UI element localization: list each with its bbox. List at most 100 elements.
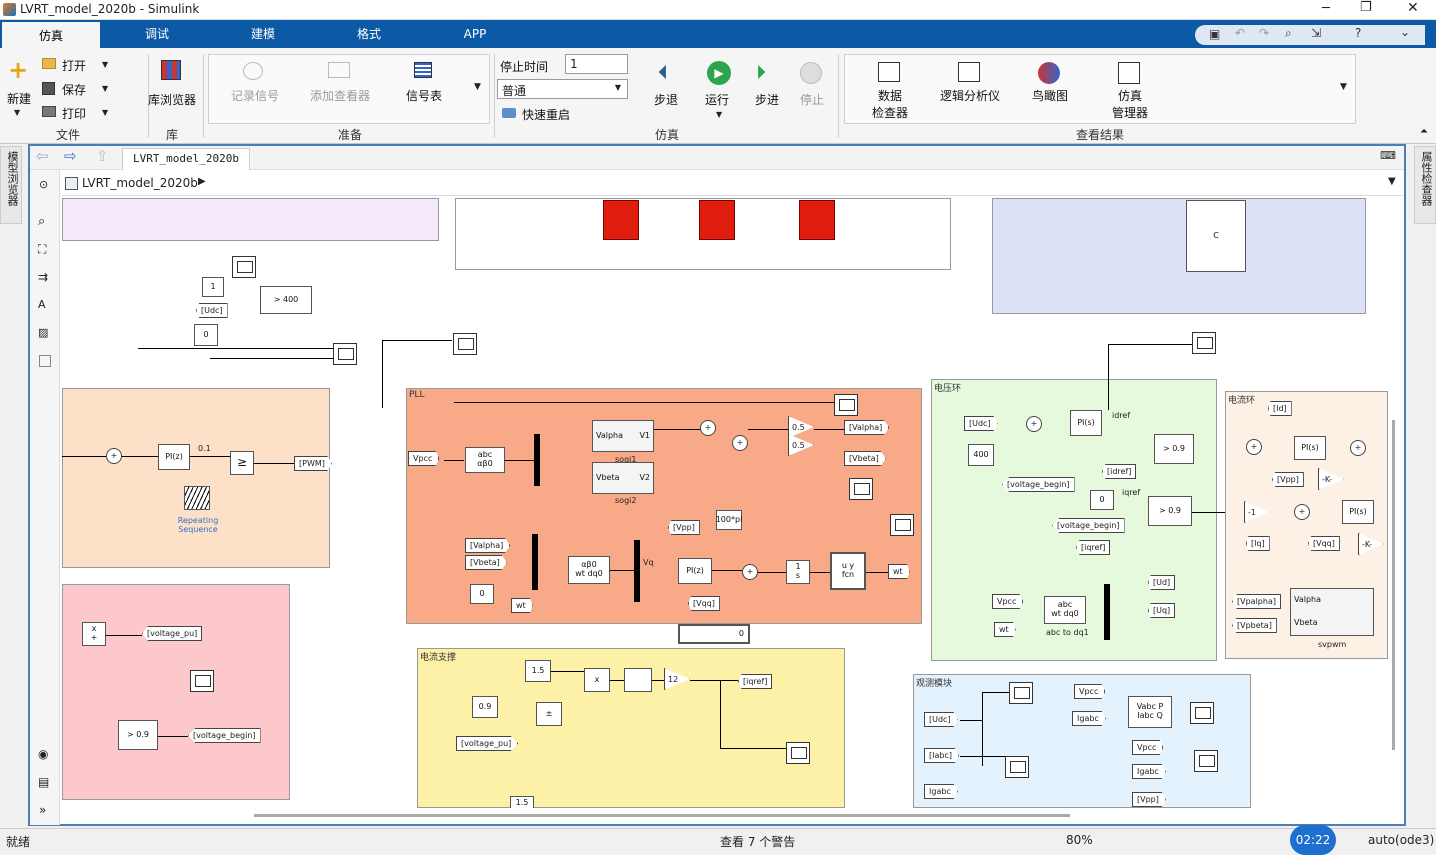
tab-apps[interactable]: APP — [463, 27, 487, 41]
from-udc-ob[interactable]: [Udc] — [924, 712, 958, 727]
constant-zero-pll[interactable]: 0 — [470, 584, 494, 604]
pi-s-vl[interactable]: PI(s) — [1070, 410, 1102, 436]
open-dropdown-icon[interactable]: ▼ — [102, 60, 109, 69]
save-button[interactable]: 保存 — [62, 83, 87, 97]
minimize-button[interactable]: ─ — [1322, 1, 1330, 16]
sum-block[interactable]: + — [1026, 416, 1042, 432]
abc-to-dq-vl[interactable]: abc wt dq0 — [1044, 596, 1086, 624]
goto-vpp[interactable]: [Vpp] — [668, 520, 700, 535]
compare-400[interactable]: > 400 — [260, 286, 312, 314]
goto-vqq[interactable]: [Vqq] — [688, 596, 720, 611]
forward-arrow-icon[interactable]: ⇨ — [64, 147, 77, 165]
display-block[interactable]: 0 — [678, 624, 750, 644]
area-icon[interactable] — [39, 355, 51, 367]
product-block[interactable]: x + — [82, 622, 106, 646]
shortcut-icon[interactable]: ⇲ — [1311, 26, 1322, 40]
search-icon[interactable]: ⌕ — [1285, 26, 1292, 40]
from-voltage-begin[interactable]: [voltage_begin] — [1002, 477, 1075, 492]
signal-table-button[interactable]: 信号表 — [405, 89, 442, 103]
pi-z-pll[interactable]: PI(z) — [678, 558, 712, 584]
from-igabc-ob[interactable]: Igabc — [1072, 711, 1106, 726]
fast-restart-button[interactable]: 快速重启 — [522, 108, 571, 122]
expand-palette-icon[interactable]: » — [39, 803, 47, 817]
svpwm-block[interactable]: Valpha Vbeta — [1290, 588, 1374, 636]
goto-vbeta[interactable]: [Vbeta] — [844, 451, 886, 466]
sum-block[interactable]: + — [1246, 439, 1262, 455]
goto-uq[interactable]: [Uq] — [1148, 603, 1176, 618]
new-button[interactable]: 新建 — [6, 92, 31, 106]
tab-simulation[interactable]: 仿真 — [2, 20, 100, 48]
scope-block[interactable] — [786, 742, 810, 764]
step-back-button[interactable]: 步退 — [654, 93, 679, 107]
sum-block[interactable]: + — [700, 420, 716, 436]
logic-analyzer-button[interactable]: 逻辑分析仪 — [939, 89, 1000, 103]
from-wt[interactable]: wt — [511, 598, 533, 613]
print-dropdown-icon[interactable]: ▼ — [102, 108, 109, 117]
library-browser-button[interactable]: 库浏览器 — [147, 93, 196, 107]
scope-block[interactable] — [849, 478, 873, 500]
save-dropdown-icon[interactable]: ▼ — [102, 84, 109, 93]
demux-bar[interactable] — [534, 434, 540, 486]
from-voltage-pu[interactable]: [voltage_pu] — [456, 736, 519, 751]
power-measure-block[interactable]: Vabc P Iabc Q — [1128, 696, 1172, 728]
stop-button[interactable]: 停止 — [800, 93, 825, 107]
scope-block[interactable] — [834, 394, 858, 416]
image-icon[interactable]: ▨ — [38, 326, 49, 339]
scope-block[interactable] — [1009, 682, 1033, 704]
capacitor-block[interactable]: C — [1186, 200, 1246, 272]
hide-show-icon[interactable]: ⊙ — [39, 178, 49, 191]
open-button[interactable]: 打开 — [62, 59, 87, 73]
from-vpcc-ob-2[interactable]: Vpcc — [1132, 740, 1164, 755]
log-signals-button[interactable]: 记录信号 — [230, 89, 279, 103]
run-dropdown-icon[interactable]: ▼ — [716, 110, 723, 119]
goto-voltage-pu[interactable]: [voltage_pu] — [142, 626, 203, 641]
constant-zero-vl[interactable]: 0 — [1090, 490, 1114, 510]
ab0-to-dq0[interactable]: αβ0 wt dq0 — [568, 556, 610, 584]
product-block[interactable]: x — [584, 668, 610, 692]
constant-15-b[interactable]: 1.5 — [510, 796, 534, 808]
constant-one[interactable]: 1 — [202, 277, 224, 297]
tab-modeling[interactable]: 建模 — [250, 27, 275, 41]
from-vpcc[interactable]: Vpcc — [408, 451, 440, 466]
goto-ud[interactable]: [Ud] — [1148, 575, 1176, 590]
constant-100pi[interactable]: 100*pi — [716, 510, 742, 530]
scope-block[interactable] — [453, 333, 477, 355]
save-icon[interactable]: ▣ — [1209, 27, 1221, 41]
relational-ge[interactable]: ≥ — [230, 451, 254, 475]
from-iqref[interactable]: [iqref] — [1076, 540, 1111, 555]
matlab-fcn-block[interactable]: u y fcn — [830, 552, 866, 590]
run-button[interactable]: 运行 — [705, 93, 730, 107]
model-browser-strip[interactable]: 模型浏览器 — [0, 146, 22, 224]
from-vpp-ob[interactable]: [Vpp] — [1132, 792, 1166, 807]
mux-bar[interactable] — [532, 534, 538, 590]
goto-pwm[interactable]: [PWM] — [294, 456, 332, 471]
breadcrumb-dropdown-icon[interactable]: ▼ — [1388, 176, 1396, 187]
tab-format[interactable]: 格式 — [356, 27, 381, 41]
close-button[interactable]: ✕ — [1407, 0, 1419, 16]
from-udc-vl[interactable]: [Udc] — [964, 416, 998, 431]
subsystem-top-left[interactable] — [62, 198, 439, 241]
pi-z-block[interactable]: PI(z) — [158, 444, 190, 470]
scope-block[interactable] — [190, 670, 214, 692]
demux-bar[interactable] — [1104, 584, 1110, 640]
report-icon[interactable]: ▤ — [38, 775, 50, 789]
from-vqq[interactable]: [Vqq] — [1308, 536, 1340, 551]
from-voltage-begin-2[interactable]: [voltage_begin] — [1052, 518, 1125, 533]
warnings-link[interactable]: 查看 7 个警告 — [720, 835, 796, 849]
from-vbeta[interactable]: [Vbeta] — [465, 555, 507, 570]
abc-to-ab0[interactable]: abc αβ0 — [465, 447, 505, 473]
model-tab[interactable]: LVRT_model_2020b — [122, 148, 250, 170]
scope-block[interactable] — [333, 343, 357, 365]
scope-block[interactable] — [1194, 750, 1218, 772]
stop-time-input[interactable]: 1 — [565, 54, 628, 74]
sum-square[interactable]: ± — [536, 702, 562, 726]
constant-zero[interactable]: 0 — [194, 324, 218, 346]
sum-block[interactable]: + — [1294, 504, 1310, 520]
help-icon[interactable]: ? — [1355, 26, 1362, 40]
from-iabc[interactable]: [Iabc] — [924, 748, 959, 763]
from-vpcc-vl[interactable]: Vpcc — [992, 594, 1024, 609]
review-expand-icon[interactable]: ▼ — [1340, 82, 1347, 92]
birds-eye-button[interactable]: 鸟瞰图 — [1031, 89, 1068, 103]
redo-icon[interactable]: ↷ — [1259, 26, 1270, 40]
maximize-button[interactable]: ❐ — [1360, 0, 1372, 15]
